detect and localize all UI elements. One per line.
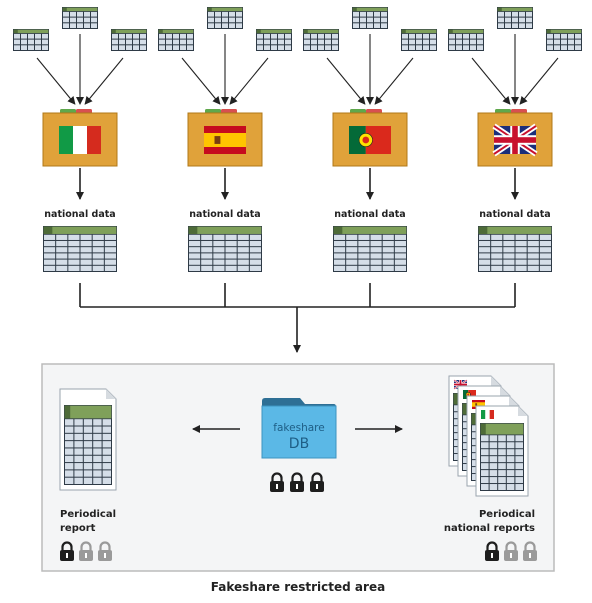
portugal-flag-icon	[349, 126, 391, 154]
restricted-area-content	[59, 375, 537, 561]
report-table	[64, 405, 112, 485]
national-data-table	[478, 226, 552, 272]
national-labels: national data national data national data n…	[44, 209, 550, 220]
input-arrow	[181, 57, 221, 105]
fakeshare-db-folder: fakeshare DB	[261, 398, 337, 459]
restricted-area-title: Fakeshare restricted area	[211, 580, 385, 594]
country-folder	[477, 109, 553, 167]
source-sheet	[546, 29, 582, 51]
lock-dark-icon	[270, 472, 284, 492]
national-data-label: national data	[479, 209, 550, 220]
source-sheet	[448, 29, 484, 51]
periodical-report-document	[59, 388, 117, 491]
italy-flag-icon	[481, 410, 494, 419]
national-data-label: national data	[44, 209, 115, 220]
source-sheet	[256, 29, 292, 51]
national-data-table	[188, 226, 262, 272]
input-arrow	[519, 57, 559, 105]
input-arrow	[229, 57, 269, 105]
source-sheet	[207, 7, 243, 29]
db-label-line2: DB	[289, 436, 309, 452]
uk-flag-icon	[492, 123, 538, 157]
input-arrow	[374, 57, 414, 105]
spain-flag-icon	[204, 126, 246, 154]
db-label-line1: fakeshare	[273, 422, 324, 434]
national-data-label: national data	[189, 209, 260, 220]
national-data-tables	[43, 226, 552, 272]
source-sheet	[158, 29, 194, 51]
lock-light-icon	[523, 541, 537, 561]
merge-connector	[79, 283, 516, 353]
input-arrow	[471, 57, 511, 105]
country-folder	[187, 109, 263, 167]
lock-dark-icon	[60, 541, 74, 561]
lock-dark-icon	[310, 472, 324, 492]
country-folders	[42, 109, 553, 167]
input-arrow	[84, 57, 124, 105]
national-data-label: national data	[334, 209, 405, 220]
source-sheet	[13, 29, 49, 51]
uk-flag-icon	[453, 379, 468, 390]
lock-light-icon	[504, 541, 518, 561]
right-output-label-line2: national reports	[444, 523, 535, 534]
left-output-label-line1: Periodical	[60, 509, 116, 520]
national-report-table	[480, 423, 524, 491]
source-sheet	[497, 7, 533, 29]
input-arrow	[326, 57, 366, 105]
source-sheet	[111, 29, 147, 51]
source-sheet	[62, 7, 98, 29]
national-data-table	[43, 226, 117, 272]
national-report-page	[475, 405, 529, 497]
lock-light-icon	[79, 541, 93, 561]
country-folder	[332, 109, 408, 167]
source-sheet	[352, 7, 388, 29]
country-folder	[42, 109, 118, 167]
input-arrow	[36, 57, 76, 105]
arrows	[36, 34, 559, 200]
italy-flag-icon	[59, 126, 101, 154]
lock-dark-icon	[290, 472, 304, 492]
left-output-label-line2: report	[60, 523, 96, 534]
lock-dark-icon	[485, 541, 499, 561]
source-sheet	[303, 29, 339, 51]
national-data-table	[333, 226, 407, 272]
source-sheet	[401, 29, 437, 51]
spain-flag-icon	[472, 400, 485, 409]
right-output-label-line1: Periodical	[479, 509, 535, 520]
periodical-national-reports-stack	[448, 375, 529, 497]
lock-light-icon	[98, 541, 112, 561]
source-sheets	[13, 7, 582, 51]
